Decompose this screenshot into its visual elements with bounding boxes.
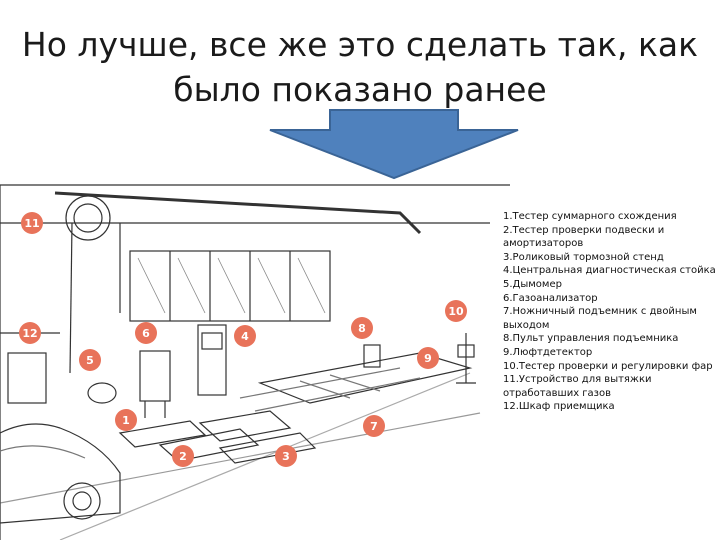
svg-text:6: 6 <box>142 327 150 340</box>
garage-illustration: 11 12 6 4 5 1 2 3 8 9 7 10 <box>0 183 510 540</box>
badge-9: 9 <box>417 347 439 369</box>
legend-item: 4.Центральная диагностическая стойка <box>503 264 717 278</box>
legend-item: 11.Устройство для вытяжки отработавших г… <box>503 373 717 400</box>
svg-text:2: 2 <box>179 450 187 463</box>
svg-text:7: 7 <box>370 420 378 433</box>
svg-text:1: 1 <box>122 414 130 427</box>
legend-item: 5.Дымомер <box>503 278 717 292</box>
svg-text:10: 10 <box>448 305 464 318</box>
equipment-legend: 1.Тестер суммарного схождения 2.Тестер п… <box>503 210 717 414</box>
title-line-1: Но лучше, все же это сделать так, как <box>0 22 720 67</box>
badge-3: 3 <box>275 445 297 467</box>
svg-text:4: 4 <box>241 330 249 343</box>
badge-4: 4 <box>234 325 256 347</box>
badge-1: 1 <box>115 409 137 431</box>
badge-12: 12 <box>19 322 41 344</box>
badge-11: 11 <box>21 212 43 234</box>
legend-item: 9.Люфтдетектор <box>503 346 717 360</box>
legend-item: 7.Ножничный подъемник с двойным выходом <box>503 305 717 332</box>
legend-item: 2.Тестер проверки подвески и амортизатор… <box>503 224 717 251</box>
title-line-2: было показано ранее <box>0 67 720 112</box>
slide-title: Но лучше, все же это сделать так, как бы… <box>0 22 720 112</box>
svg-text:5: 5 <box>86 354 94 367</box>
badge-7: 7 <box>363 415 385 437</box>
svg-text:8: 8 <box>358 322 366 335</box>
down-arrow-icon <box>268 108 520 180</box>
badge-2: 2 <box>172 445 194 467</box>
svg-text:9: 9 <box>424 352 432 365</box>
svg-text:12: 12 <box>22 327 37 340</box>
legend-item: 1.Тестер суммарного схождения <box>503 210 717 224</box>
badge-5: 5 <box>79 349 101 371</box>
legend-item: 10.Тестер проверки и регулировки фар <box>503 360 717 374</box>
legend-item: 8.Пульт управления подъемника <box>503 332 717 346</box>
legend-item: 6.Газоанализатор <box>503 292 717 306</box>
badge-6: 6 <box>135 322 157 344</box>
badge-8: 8 <box>351 317 373 339</box>
legend-item: 12.Шкаф приемщика <box>503 400 717 414</box>
svg-text:3: 3 <box>282 450 290 463</box>
legend-item: 3.Роликовый тормозной стенд <box>503 251 717 265</box>
svg-text:11: 11 <box>24 217 39 230</box>
badge-10: 10 <box>445 300 467 322</box>
